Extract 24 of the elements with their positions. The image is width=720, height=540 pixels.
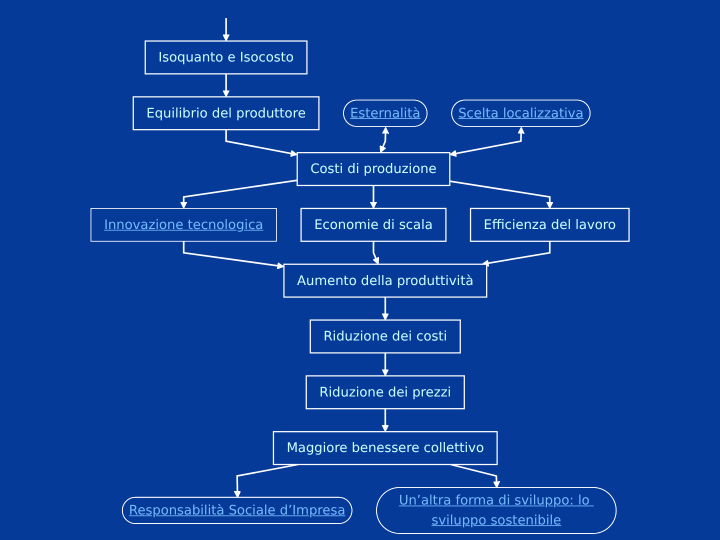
arrow bbox=[370, 185, 378, 209]
arrow bbox=[382, 352, 389, 376]
arrow bbox=[222, 18, 230, 42]
node-box: Efficienza del lavoro bbox=[470, 208, 630, 242]
node-box: Riduzione dei prezzi bbox=[306, 375, 465, 410]
arrow bbox=[182, 241, 284, 270]
arrow bbox=[222, 74, 230, 98]
arrow bbox=[382, 408, 389, 432]
node-box: Economie di scala bbox=[300, 208, 447, 242]
arrow bbox=[450, 180, 554, 209]
arrow bbox=[180, 179, 298, 209]
arrow bbox=[382, 297, 389, 320]
node-box: Aumento della produttività bbox=[283, 264, 488, 298]
node-box: Equilibrio del produttore bbox=[132, 96, 320, 130]
arrow bbox=[225, 130, 298, 157]
node-box: Isoquanto e Isocosto bbox=[144, 40, 308, 74]
arrow bbox=[372, 241, 380, 265]
arrow bbox=[380, 126, 390, 153]
node-box: Innovazione tecnologica bbox=[90, 208, 277, 242]
node-box: Riduzione dei costi bbox=[310, 319, 461, 354]
arrow bbox=[449, 126, 525, 157]
node-box: Costi di produzione bbox=[296, 152, 450, 186]
arrow bbox=[482, 241, 551, 267]
node-box: Maggiore benessere collettivo bbox=[272, 431, 498, 466]
